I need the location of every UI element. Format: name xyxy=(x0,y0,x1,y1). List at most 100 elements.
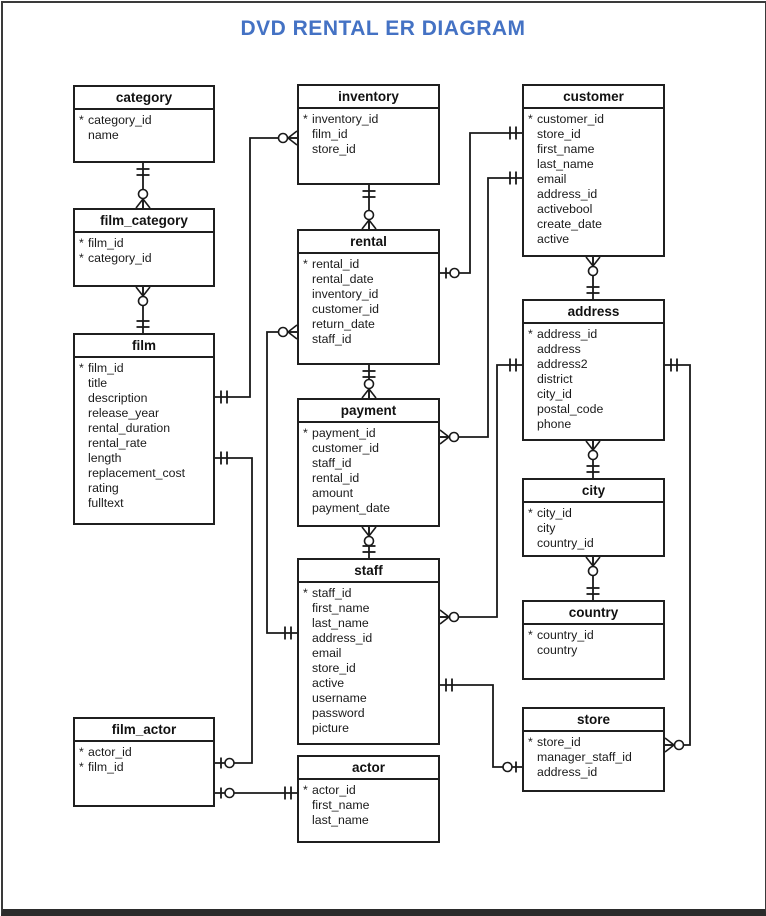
field-staff-last_name: last_name xyxy=(303,616,436,631)
field-film-fulltext: fulltext xyxy=(79,496,211,511)
field-customer-store_id: store_id xyxy=(528,127,661,142)
field-film-replacement_cost: replacement_cost xyxy=(79,466,211,481)
field-label: manager_staff_id xyxy=(537,750,632,764)
field-label: create_date xyxy=(537,217,602,231)
field-customer-first_name: first_name xyxy=(528,142,661,157)
field-label: address_id xyxy=(537,187,598,201)
field-label: active xyxy=(312,676,345,690)
field-label: rental_date xyxy=(312,272,374,286)
primary-key-marker: * xyxy=(528,506,533,520)
field-label: address xyxy=(537,342,581,356)
field-label: return_date xyxy=(312,317,375,331)
relationship-category-film_category xyxy=(135,163,151,209)
relationship-film-inventory xyxy=(215,130,298,404)
primary-key-marker: * xyxy=(303,586,308,600)
field-label: district xyxy=(537,372,573,386)
primary-key-marker: * xyxy=(79,745,84,759)
entity-title-rental: rental xyxy=(299,231,438,254)
field-staff-address_id: address_id xyxy=(303,631,436,646)
field-staff-active: active xyxy=(303,676,436,691)
entity-title-address: address xyxy=(524,301,663,324)
entity-title-payment: payment xyxy=(299,400,438,423)
field-label: last_name xyxy=(537,157,594,171)
relationship-rental-customer xyxy=(440,126,522,279)
field-actor-last_name: last_name xyxy=(303,813,436,828)
field-label: staff_id xyxy=(312,456,352,470)
field-label: active xyxy=(537,232,570,246)
field-label: amount xyxy=(312,486,354,500)
field-label: username xyxy=(312,691,367,705)
field-inventory-store_id: store_id xyxy=(303,142,436,157)
field-label: customer_id xyxy=(312,302,379,316)
entity-title-city: city xyxy=(524,480,663,503)
field-label: last_name xyxy=(312,813,369,827)
primary-key-marker: * xyxy=(79,236,84,250)
field-label: name xyxy=(88,128,119,142)
entity-film_category: film_category*film_id*category_id xyxy=(73,208,215,287)
field-label: city_id xyxy=(537,506,572,520)
field-staff-first_name: first_name xyxy=(303,601,436,616)
field-inventory-inventory_id: *inventory_id xyxy=(303,112,436,127)
field-film-film_id: *film_id xyxy=(79,361,211,376)
field-label: city_id xyxy=(537,387,572,401)
field-staff-email: email xyxy=(303,646,436,661)
field-customer-customer_id: *customer_id xyxy=(528,112,661,127)
entity-title-country: country xyxy=(524,602,663,625)
field-payment-amount: amount xyxy=(303,486,436,501)
primary-key-marker: * xyxy=(303,783,308,797)
field-address-city_id: city_id xyxy=(528,387,661,402)
relationship-address-city xyxy=(585,440,601,478)
entity-film_actor: film_actor*actor_id*film_id xyxy=(73,717,215,807)
field-label: inventory_id xyxy=(312,287,379,301)
primary-key-marker: * xyxy=(303,426,308,440)
field-payment-customer_id: customer_id xyxy=(303,441,436,456)
field-label: country xyxy=(537,643,578,657)
field-store-store_id: *store_id xyxy=(528,735,661,750)
field-film-rental_duration: rental_duration xyxy=(79,421,211,436)
relationship-staff-address xyxy=(439,358,522,625)
field-rental-rental_id: *rental_id xyxy=(303,257,436,272)
field-payment-staff_id: staff_id xyxy=(303,456,436,471)
entity-title-film_actor: film_actor xyxy=(75,719,213,742)
field-actor-first_name: first_name xyxy=(303,798,436,813)
relationship-film_actor-actor xyxy=(215,786,297,800)
relationship-film_category-film xyxy=(135,286,151,333)
field-customer-email: email xyxy=(528,172,661,187)
field-payment-payment_date: payment_date xyxy=(303,501,436,516)
field-film_category-film_id: *film_id xyxy=(79,236,211,251)
entity-title-category: category xyxy=(75,87,213,110)
field-label: description xyxy=(88,391,148,405)
field-label: rental_id xyxy=(312,471,360,485)
relationship-payment-staff xyxy=(361,526,377,558)
field-label: rental_id xyxy=(312,257,360,271)
field-film_actor-actor_id: *actor_id xyxy=(79,745,211,760)
relationship-rental-payment xyxy=(361,365,377,399)
field-label: film_id xyxy=(88,361,124,375)
field-customer-activebool: activebool xyxy=(528,202,661,217)
field-label: store_id xyxy=(312,661,356,675)
field-label: category_id xyxy=(88,113,152,127)
primary-key-marker: * xyxy=(79,113,84,127)
field-address-address: address xyxy=(528,342,661,357)
field-film_category-category_id: *category_id xyxy=(79,251,211,266)
field-film-release_year: release_year xyxy=(79,406,211,421)
field-rental-inventory_id: inventory_id xyxy=(303,287,436,302)
primary-key-marker: * xyxy=(528,327,533,341)
field-label: first_name xyxy=(537,142,595,156)
relationship-inventory-rental xyxy=(361,185,377,230)
field-label: rental_duration xyxy=(88,421,171,435)
entity-title-film: film xyxy=(75,335,213,358)
